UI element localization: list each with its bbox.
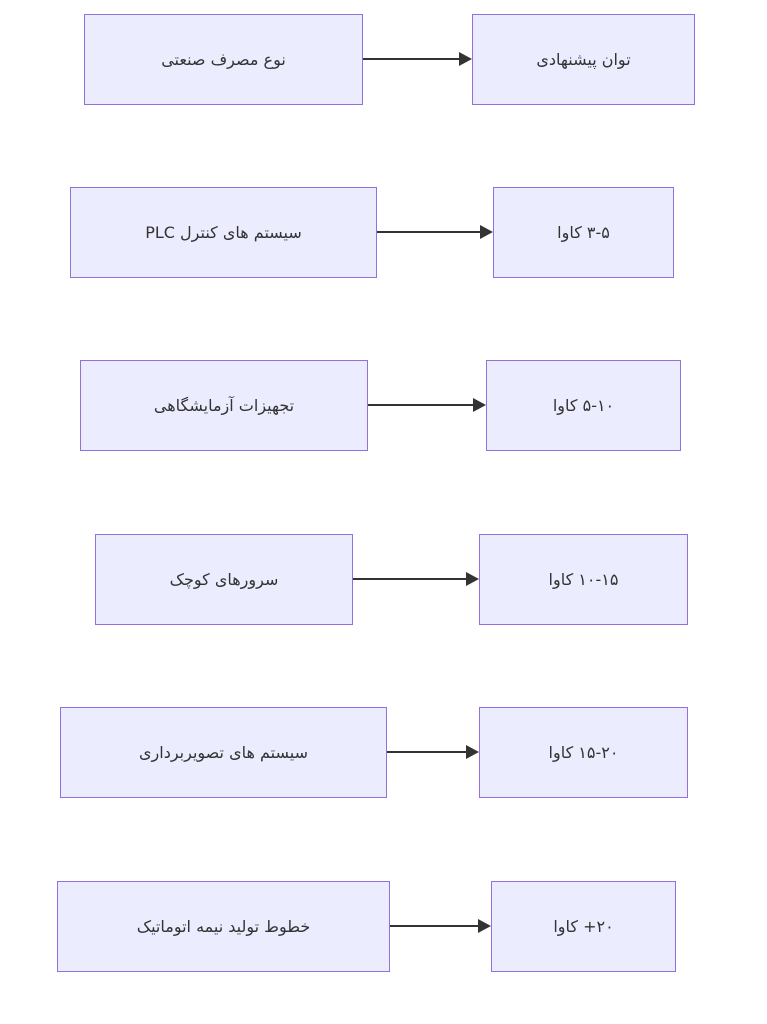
- node-label: ۳-۵ کاوا: [557, 223, 610, 242]
- target-node-1: توان پیشنهادی: [472, 14, 695, 105]
- edge-arrow-6: [390, 925, 479, 927]
- arrowhead-icon: [473, 398, 486, 412]
- edge-arrow-2: [377, 231, 481, 233]
- edge-arrow-5: [387, 751, 467, 753]
- source-node-4: سرورهای کوچک: [95, 534, 353, 625]
- node-label: ۵-۱۰ کاوا: [552, 396, 615, 415]
- source-node-3: تجهیزات آزمایشگاهی: [80, 360, 368, 451]
- node-label: سیستم های تصویربرداری: [139, 743, 308, 762]
- source-node-6: خطوط تولید نیمه اتوماتیک: [57, 881, 390, 972]
- node-label: نوع مصرف صنعتی: [161, 50, 286, 69]
- node-label: سرورهای کوچک: [169, 570, 279, 589]
- target-node-4: ۱۰-۱۵ کاوا: [479, 534, 688, 625]
- arrowhead-icon: [478, 919, 491, 933]
- source-node-5: سیستم های تصویربرداری: [60, 707, 387, 798]
- arrowhead-icon: [459, 52, 472, 66]
- edge-arrow-4: [353, 578, 467, 580]
- target-node-3: ۵-۱۰ کاوا: [486, 360, 681, 451]
- edge-arrow-1: [363, 58, 460, 60]
- source-node-1: نوع مصرف صنعتی: [84, 14, 363, 105]
- node-label: سیستم های کنترل PLC: [145, 223, 302, 242]
- node-label: تجهیزات آزمایشگاهی: [153, 396, 295, 415]
- node-label: ۱۵-۲۰ کاوا: [548, 743, 619, 762]
- arrowhead-icon: [466, 745, 479, 759]
- target-node-2: ۳-۵ کاوا: [493, 187, 674, 278]
- node-label: خطوط تولید نیمه اتوماتیک: [136, 917, 311, 936]
- target-node-6: ۲۰+ کاوا: [491, 881, 676, 972]
- target-node-5: ۱۵-۲۰ کاوا: [479, 707, 688, 798]
- source-node-2: سیستم های کنترل PLC: [70, 187, 377, 278]
- arrowhead-icon: [466, 572, 479, 586]
- arrowhead-icon: [480, 225, 493, 239]
- node-label: ۲۰+ کاوا: [553, 917, 614, 936]
- node-label: ۱۰-۱۵ کاوا: [548, 570, 619, 589]
- edge-arrow-3: [368, 404, 474, 406]
- node-label: توان پیشنهادی: [536, 50, 631, 69]
